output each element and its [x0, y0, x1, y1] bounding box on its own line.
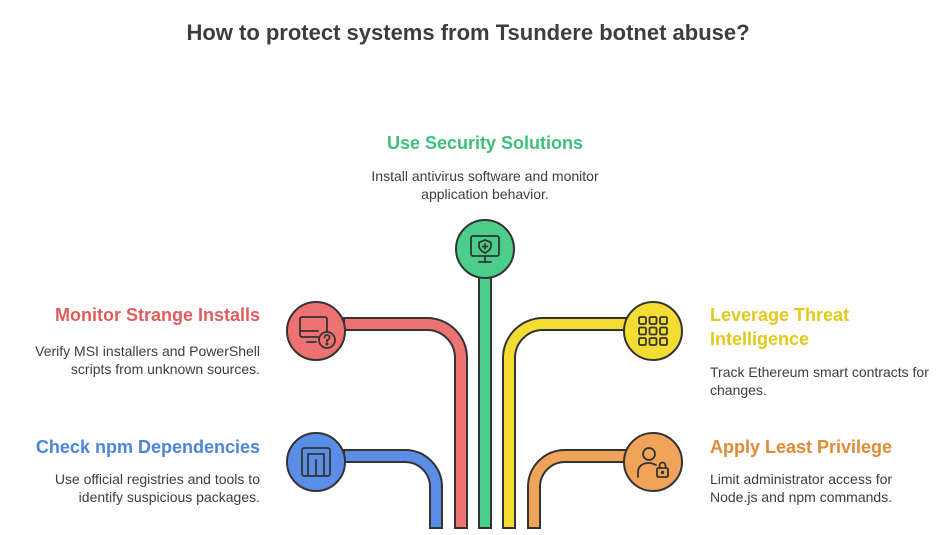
description-threat-intel: Track Ethereum smart contracts for chang…: [710, 364, 929, 398]
node-least-privilege: [623, 432, 683, 492]
pipe-security: [478, 259, 492, 529]
node-threat-intel: [623, 301, 683, 361]
heading-npm: Check npm Dependencies: [35, 437, 260, 457]
npm-icon: [301, 447, 331, 477]
monitor-shield-icon: [470, 235, 500, 263]
pipe-threat-intel: [502, 317, 627, 529]
grid-icon: [638, 316, 668, 346]
pipe-strange-installs: [343, 317, 468, 529]
user-lock-icon: [637, 447, 669, 478]
pipe-least-privilege: [527, 449, 627, 529]
connector-pipes: [343, 259, 627, 529]
description-security: Install antivirus software and monitor a…: [371, 168, 599, 202]
heading-threat-intel: Leverage Threat Intelligence: [710, 305, 850, 349]
heading-strange-installs: Monitor Strange Installs: [54, 305, 260, 325]
heading-least-privilege: Apply Least Privilege: [710, 437, 893, 457]
heading-security: Use Security Solutions: [386, 133, 584, 153]
description-least-privilege: Limit administrator access for Node.js a…: [710, 471, 893, 505]
description-npm: Use official registries and tools to ide…: [54, 471, 260, 505]
pipe-npm: [343, 449, 443, 529]
description-strange-installs: Verify MSI installers and PowerShell scr…: [35, 343, 260, 377]
monitor-question-icon: [299, 316, 336, 349]
page-title: How to protect systems from Tsundere bot…: [186, 20, 750, 45]
